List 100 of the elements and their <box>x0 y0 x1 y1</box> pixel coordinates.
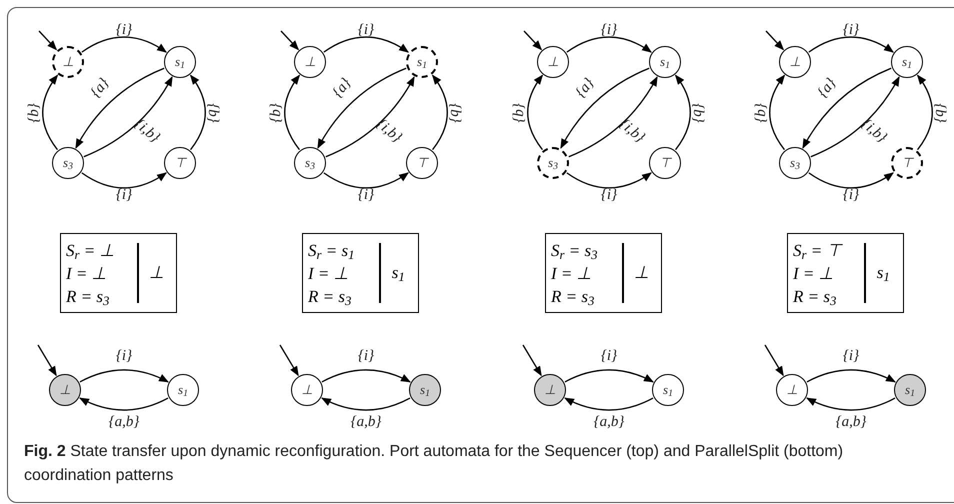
edge-label: {b} <box>205 103 221 123</box>
edge-label: {i} <box>600 22 618 38</box>
transition-arrow <box>323 172 409 189</box>
edge-label: {i,b} <box>131 116 163 146</box>
assignment-text: S$_{r}$ = s$_{1}$ <box>308 240 356 262</box>
transition-arrow <box>80 369 169 382</box>
assignment-text: I = ⊥ <box>66 262 108 284</box>
state-label: s$_{1}$ <box>902 55 912 69</box>
edge-label: {i} <box>600 187 618 203</box>
transition-arrow <box>75 68 164 149</box>
edge-label: {b} <box>447 103 463 123</box>
transition-arrow <box>802 68 892 149</box>
output-state-text: s$_{1}$ <box>392 262 405 286</box>
edge-label: {a} <box>814 75 840 101</box>
start-arrow <box>37 344 57 376</box>
state-label: ⊤ <box>416 156 428 170</box>
state-table <box>545 233 662 313</box>
output-state-text: ⊥ <box>634 262 649 284</box>
start-arrow <box>279 344 299 376</box>
assignment-text: I = ⊥ <box>793 262 835 284</box>
output-state-text: ⊥ <box>148 262 164 284</box>
start-arrow <box>764 344 784 376</box>
state-label: ⊤ <box>660 156 670 170</box>
edge-label: {a} <box>88 75 112 101</box>
transition-arrow <box>560 68 650 149</box>
transition-arrow <box>564 398 654 411</box>
state-label: s$_{1}$ <box>905 383 915 397</box>
edge-label: {i,b} <box>858 116 890 146</box>
transition-arrow <box>568 76 658 158</box>
transition-arrow <box>326 76 415 158</box>
state-table <box>302 233 419 313</box>
transition-arrow <box>808 36 894 53</box>
edge-label: {a,b} <box>108 414 140 430</box>
transition-arrow <box>81 172 167 189</box>
state-label: ⊥ <box>790 55 800 69</box>
edge-label: {a,b} <box>594 414 624 430</box>
state-label: s$_{3}$ <box>63 156 73 170</box>
edge-label: {a,b} <box>836 414 866 430</box>
state-label: s$_{1}$ <box>178 383 188 397</box>
state-label: s$_{1}$ <box>660 55 670 69</box>
assignment-text: S$_{r}$ = ⊤ <box>793 240 844 262</box>
state-label: ⊥ <box>786 383 798 397</box>
transition-arrow <box>81 36 167 53</box>
edge-label: {a} <box>572 75 598 101</box>
transition-arrow <box>810 76 900 158</box>
state-label: ⊤ <box>902 156 912 170</box>
assignment-text: R = s$_{3}$ <box>793 286 838 308</box>
state-label: s$_{3}$ <box>548 156 558 170</box>
transition-arrow <box>769 74 786 150</box>
edge-label: {b} <box>753 103 769 123</box>
transition-arrow <box>42 74 58 150</box>
state-label: ⊤ <box>174 156 186 170</box>
edge-label: {b} <box>932 103 948 123</box>
assignment-text: I = ⊥ <box>308 262 350 284</box>
assignment-text: R = s$_{3}$ <box>551 286 596 308</box>
transition-arrow <box>432 74 448 150</box>
transition-arrow <box>808 172 894 189</box>
transition-arrow <box>84 76 173 158</box>
state-label: ⊥ <box>302 383 312 397</box>
edge-label: {i} <box>116 187 132 203</box>
start-arrow <box>524 30 542 50</box>
assignment-text: S$_{r}$ = s$_{3}$ <box>551 240 598 262</box>
state-table <box>787 233 904 313</box>
state-label: ⊥ <box>62 55 74 69</box>
start-arrow <box>766 30 784 50</box>
state-label: ⊥ <box>60 383 70 397</box>
state-label: s$_{1}$ <box>417 55 427 69</box>
edge-label: {i} <box>358 22 374 38</box>
transition-arrow <box>322 369 411 382</box>
state-label: ⊥ <box>304 55 316 69</box>
edge-label: {a} <box>330 75 354 101</box>
edge-label: {b} <box>511 103 527 123</box>
transition-arrow <box>323 36 409 53</box>
start-arrow <box>280 30 300 50</box>
assignment-text: R = s$_{3}$ <box>66 286 110 308</box>
assignment-text: S$_{r}$ = ⊥ <box>66 240 116 262</box>
transition-arrow <box>321 398 410 411</box>
transition-arrow <box>566 172 652 189</box>
state-table <box>60 233 177 313</box>
transition-arrow <box>527 74 544 150</box>
output-state-text: s$_{1}$ <box>876 262 890 286</box>
transition-arrow <box>284 74 300 150</box>
edge-label: {i} <box>842 22 860 38</box>
state-label: ⊥ <box>548 55 558 69</box>
assignment-text: I = ⊥ <box>551 262 593 284</box>
transition-arrow <box>916 74 933 150</box>
state-label: s$_{1}$ <box>663 383 673 397</box>
edge-label: {a,b} <box>350 414 382 430</box>
transition-arrow <box>190 74 206 150</box>
edge-label: {i} <box>842 187 860 203</box>
state-label: s$_{3}$ <box>305 156 315 170</box>
transition-arrow <box>317 68 406 149</box>
figure-caption: Fig. 2 State transfer upon dynamic reconfiguration. Port automata for the Sequencer (top) and ParallelSplit (bottom) coordination patterns <box>24 442 844 486</box>
state-label: s$_{1}$ <box>420 383 430 397</box>
state-label: s$_{3}$ <box>790 156 800 170</box>
transition-arrow <box>79 398 168 411</box>
edge-label: {b} <box>268 103 284 123</box>
edge-label: {i} <box>358 348 374 364</box>
edge-label: {i} <box>358 187 374 203</box>
transition-arrow <box>564 369 654 382</box>
